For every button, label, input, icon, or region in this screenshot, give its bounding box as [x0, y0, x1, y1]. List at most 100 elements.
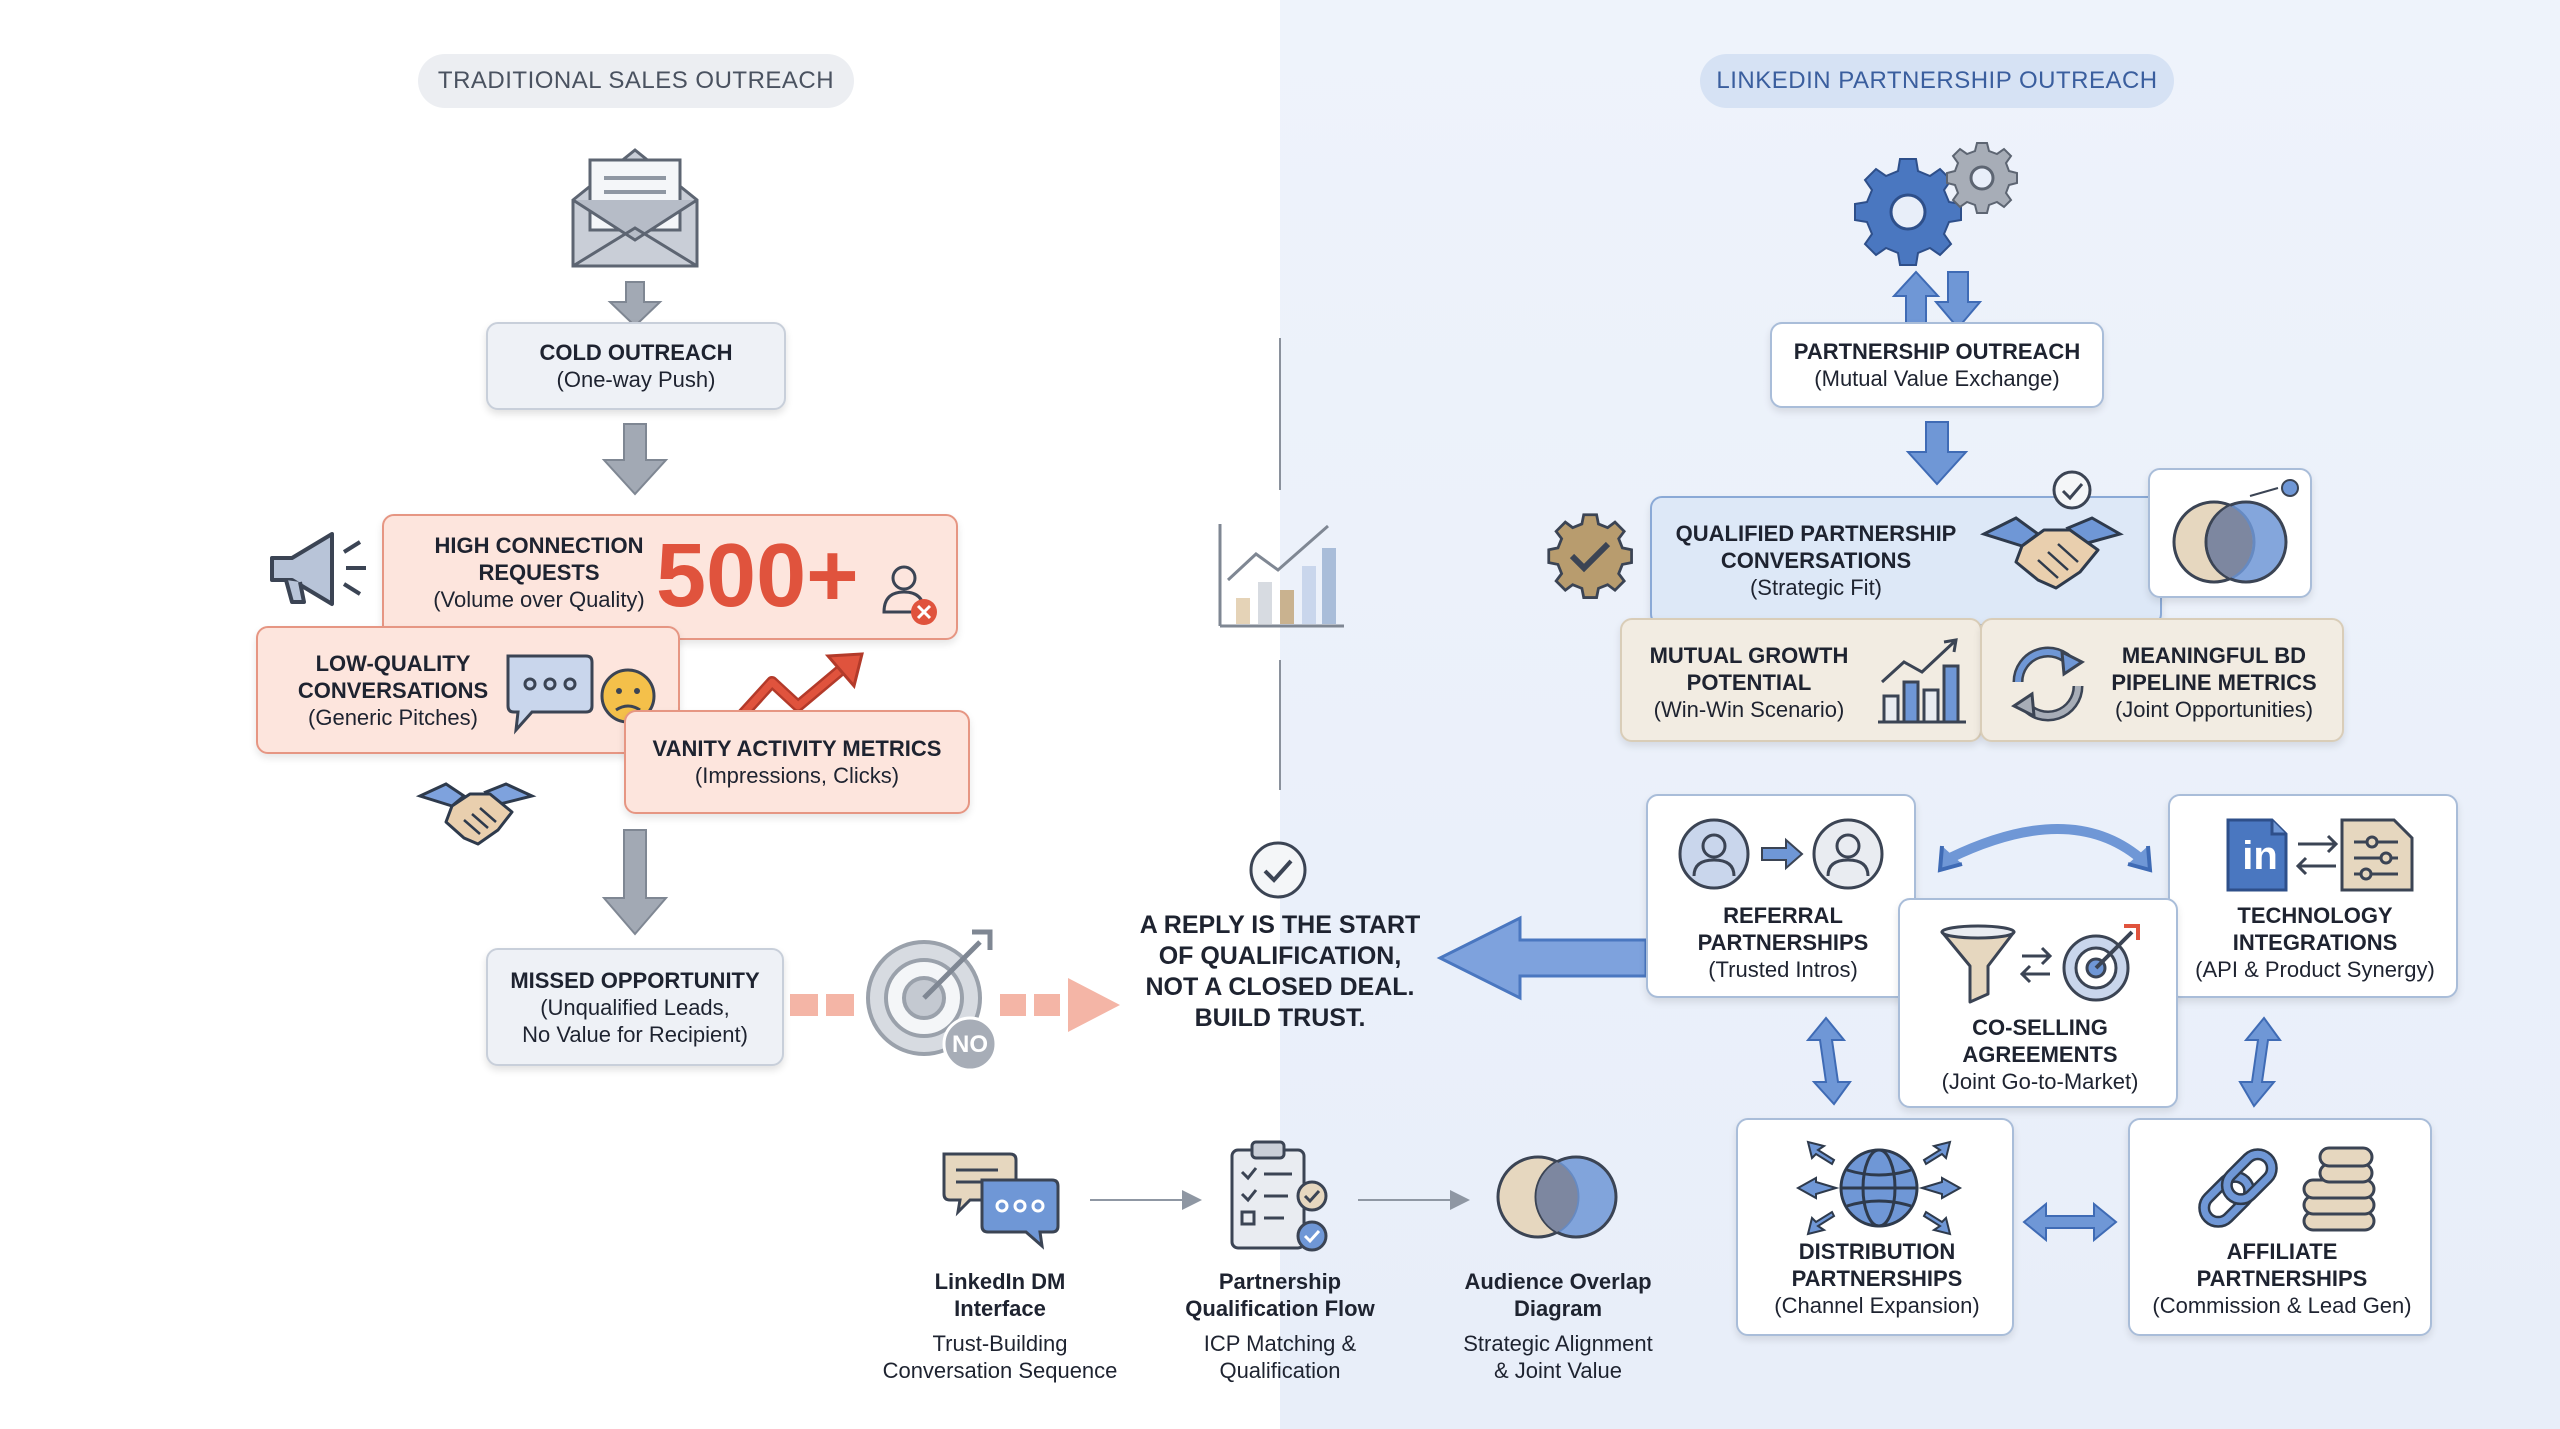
integration-icon	[2226, 818, 2414, 892]
arrow-distribution-affiliate	[2022, 1201, 2118, 1243]
missed-opportunity-sub-2: No Value for Recipient)	[522, 1021, 748, 1047]
pipeline-metrics-box: MEANINGFUL BD PIPELINE METRICS (Joint Op…	[1980, 618, 2344, 742]
caption-linkedin-dm-sub-1: Trust-Building	[932, 1331, 1068, 1356]
distribution-sub: (Channel Expansion)	[1774, 1293, 1980, 1318]
megaphone-icon	[270, 532, 366, 606]
caption-qualification-flow: Partnership Qualification Flow ICP Match…	[1140, 1268, 1420, 1384]
vanity-metrics-sub: (Impressions, Clicks)	[694, 763, 900, 788]
distribution-title-1: DISTRIBUTION	[1798, 1239, 1956, 1264]
trend-up-icon	[727, 652, 864, 731]
envelope-icon	[571, 148, 699, 268]
gears-icon	[1854, 142, 2018, 266]
caption-qualification-flow-sub-2: Qualification	[1219, 1358, 1341, 1383]
high-connection-title-1: HIGH CONNECTION	[434, 533, 644, 558]
arrow-tech-affiliate	[2238, 1016, 2282, 1108]
partnership-outreach-title: PARTNERSHIP OUTREACH	[1793, 339, 2081, 364]
technology-title-2: INTEGRATIONS	[2232, 930, 2398, 955]
qualified-conversations-title-2: CONVERSATIONS	[1720, 548, 1912, 573]
high-connection-title-2: REQUESTS	[478, 560, 600, 585]
growth-chart-icon	[1878, 638, 1966, 724]
cold-outreach-sub: (One-way Push)	[556, 367, 716, 392]
center-message-line-2: OF QUALIFICATION,	[1158, 942, 1402, 970]
affiliate-sub: (Commission & Lead Gen)	[2152, 1293, 2412, 1318]
referral-people-icon	[1678, 818, 1884, 890]
caption-linkedin-dm-sub-2: Conversation Sequence	[882, 1358, 1118, 1383]
qualified-conversations-title-1: QUALIFIED PARTNERSHIP	[1675, 521, 1957, 546]
venn-overlap-icon	[2172, 479, 2299, 584]
refresh-cycle-icon	[2011, 646, 2085, 722]
referral-partnerships-box: REFERRAL PARTNERSHIPS (Trusted Intros)	[1646, 794, 1916, 998]
low-quality-title-2: CONVERSATIONS	[297, 678, 489, 703]
caption-qualification-flow-title-1: Partnership	[1218, 1269, 1342, 1294]
dashed-arrow-target-to-message	[1000, 978, 1120, 1032]
mutual-growth-sub: (Win-Win Scenario)	[1653, 697, 1845, 722]
affiliate-title-1: AFFILIATE	[2226, 1239, 2338, 1264]
right-header-text: LINKEDIN PARTNERSHIP OUTREACH	[1716, 67, 2158, 94]
affiliate-partnerships-box: AFFILIATE PARTNERSHIPS (Commission & Lea…	[2128, 1118, 2432, 1336]
center-message-line-1: A REPLY IS THE START	[1139, 911, 1421, 939]
right-header-pill: LINKEDIN PARTNERSHIP OUTREACH	[1700, 54, 2174, 108]
arrow-cold-to-high	[601, 423, 669, 496]
funnel-target-icon	[1940, 924, 2140, 1004]
connections-count: 500+	[656, 526, 859, 626]
caption-linkedin-dm: LinkedIn DM Interface Trust-Building Con…	[860, 1268, 1140, 1384]
high-connection-sub: (Volume over Quality)	[433, 587, 645, 612]
referral-title-1: REFERRAL	[1723, 903, 1843, 928]
arrow-referral-tech	[1937, 824, 2153, 873]
technology-integrations-box: in TECHNOLOGY INTEGRATIONS (API & Produc…	[2168, 794, 2458, 998]
low-quality-title-1: LOW-QUALITY	[315, 651, 471, 676]
link-coins-icon	[2198, 1146, 2376, 1232]
center-message: A REPLY IS THE START OF QUALIFICATION, N…	[1110, 910, 1450, 1034]
chat-bubbles-icon	[942, 1152, 1060, 1250]
low-quality-sub: (Generic Pitches)	[308, 705, 478, 730]
missed-opportunity-sub-1: (Unqualified Leads,	[540, 994, 730, 1020]
mutual-growth-box: MUTUAL GROWTH POTENTIAL (Win-Win Scenari…	[1620, 618, 1982, 742]
co-selling-sub: (Joint Go-to-Market)	[1941, 1069, 2139, 1094]
chat-bubble-sad-icon	[506, 654, 656, 735]
referral-title-2: PARTNERSHIPS	[1697, 930, 1869, 955]
caption-audience-overlap-sub-2: & Joint Value	[1493, 1358, 1622, 1383]
target-no-icon	[866, 929, 998, 1072]
caption-linkedin-dm-title-1: LinkedIn DM	[934, 1269, 1066, 1294]
handshake-icon	[415, 782, 537, 846]
co-selling-title-2: AGREEMENTS	[1962, 1042, 2118, 1067]
arrow-metrics-to-missed	[601, 829, 669, 936]
caption-linkedin-dm-title-2: Interface	[954, 1296, 1046, 1321]
distribution-title-2: PARTNERSHIPS	[1791, 1266, 1963, 1291]
check-circle-icon	[1249, 841, 1307, 899]
low-quality-box: LOW-QUALITY CONVERSATIONS (Generic Pitch…	[256, 626, 680, 754]
missed-opportunity-box: MISSED OPPORTUNITY (Unqualified Leads, N…	[486, 948, 784, 1066]
globe-network-icon	[1795, 1140, 1963, 1236]
missed-opportunity-title: MISSED OPPORTUNITY	[510, 967, 760, 993]
arrow-network-to-message	[1436, 915, 1648, 1001]
clipboard-checklist-icon	[1230, 1140, 1328, 1252]
gear-check-icon	[1547, 513, 1633, 599]
vanity-metrics-title: VANITY ACTIVITY METRICS	[652, 736, 942, 761]
referral-sub: (Trusted Intros)	[1708, 957, 1858, 982]
caption-audience-overlap: Audience Overlap Diagram Strategic Align…	[1418, 1268, 1698, 1384]
affiliate-title-2: PARTNERSHIPS	[2196, 1266, 2368, 1291]
arrow-gear-up-down	[1891, 270, 1983, 330]
arrow-referral-distribution	[1805, 1016, 1852, 1106]
caption-audience-overlap-title-1: Audience Overlap	[1464, 1269, 1652, 1294]
mutual-growth-title-1: MUTUAL GROWTH	[1649, 643, 1849, 668]
pipeline-metrics-title-2: PIPELINE METRICS	[2111, 670, 2317, 695]
arrow-envelope-to-cold	[607, 281, 663, 328]
mutual-growth-title-2: POTENTIAL	[1686, 670, 1812, 695]
no-badge-label: NO	[952, 1031, 988, 1058]
co-selling-title-1: CO-SELLING	[1972, 1015, 2108, 1040]
user-remove-icon	[882, 565, 937, 625]
cold-outreach-box: COLD OUTREACH (One-way Push)	[486, 322, 786, 410]
venn-diagram-icon	[1496, 1155, 1618, 1239]
distribution-partnerships-box: DISTRIBUTION PARTNERSHIPS (Channel Expan…	[1736, 1118, 2014, 1336]
left-header-text: TRADITIONAL SALES OUTREACH	[437, 67, 835, 94]
caption-qualification-flow-sub-1: ICP Matching &	[1203, 1331, 1357, 1356]
arrow-partnership-to-qualified	[1905, 421, 1969, 486]
pipeline-metrics-sub: (Joint Opportunities)	[2114, 697, 2314, 722]
center-message-line-3: NOT A CLOSED DEAL.	[1145, 973, 1415, 1001]
caption-qualification-flow-title-2: Qualification Flow	[1185, 1296, 1375, 1321]
linkedin-logo-icon: in	[2242, 834, 2278, 878]
dashed-arrow-missed-to-target	[790, 994, 854, 1016]
